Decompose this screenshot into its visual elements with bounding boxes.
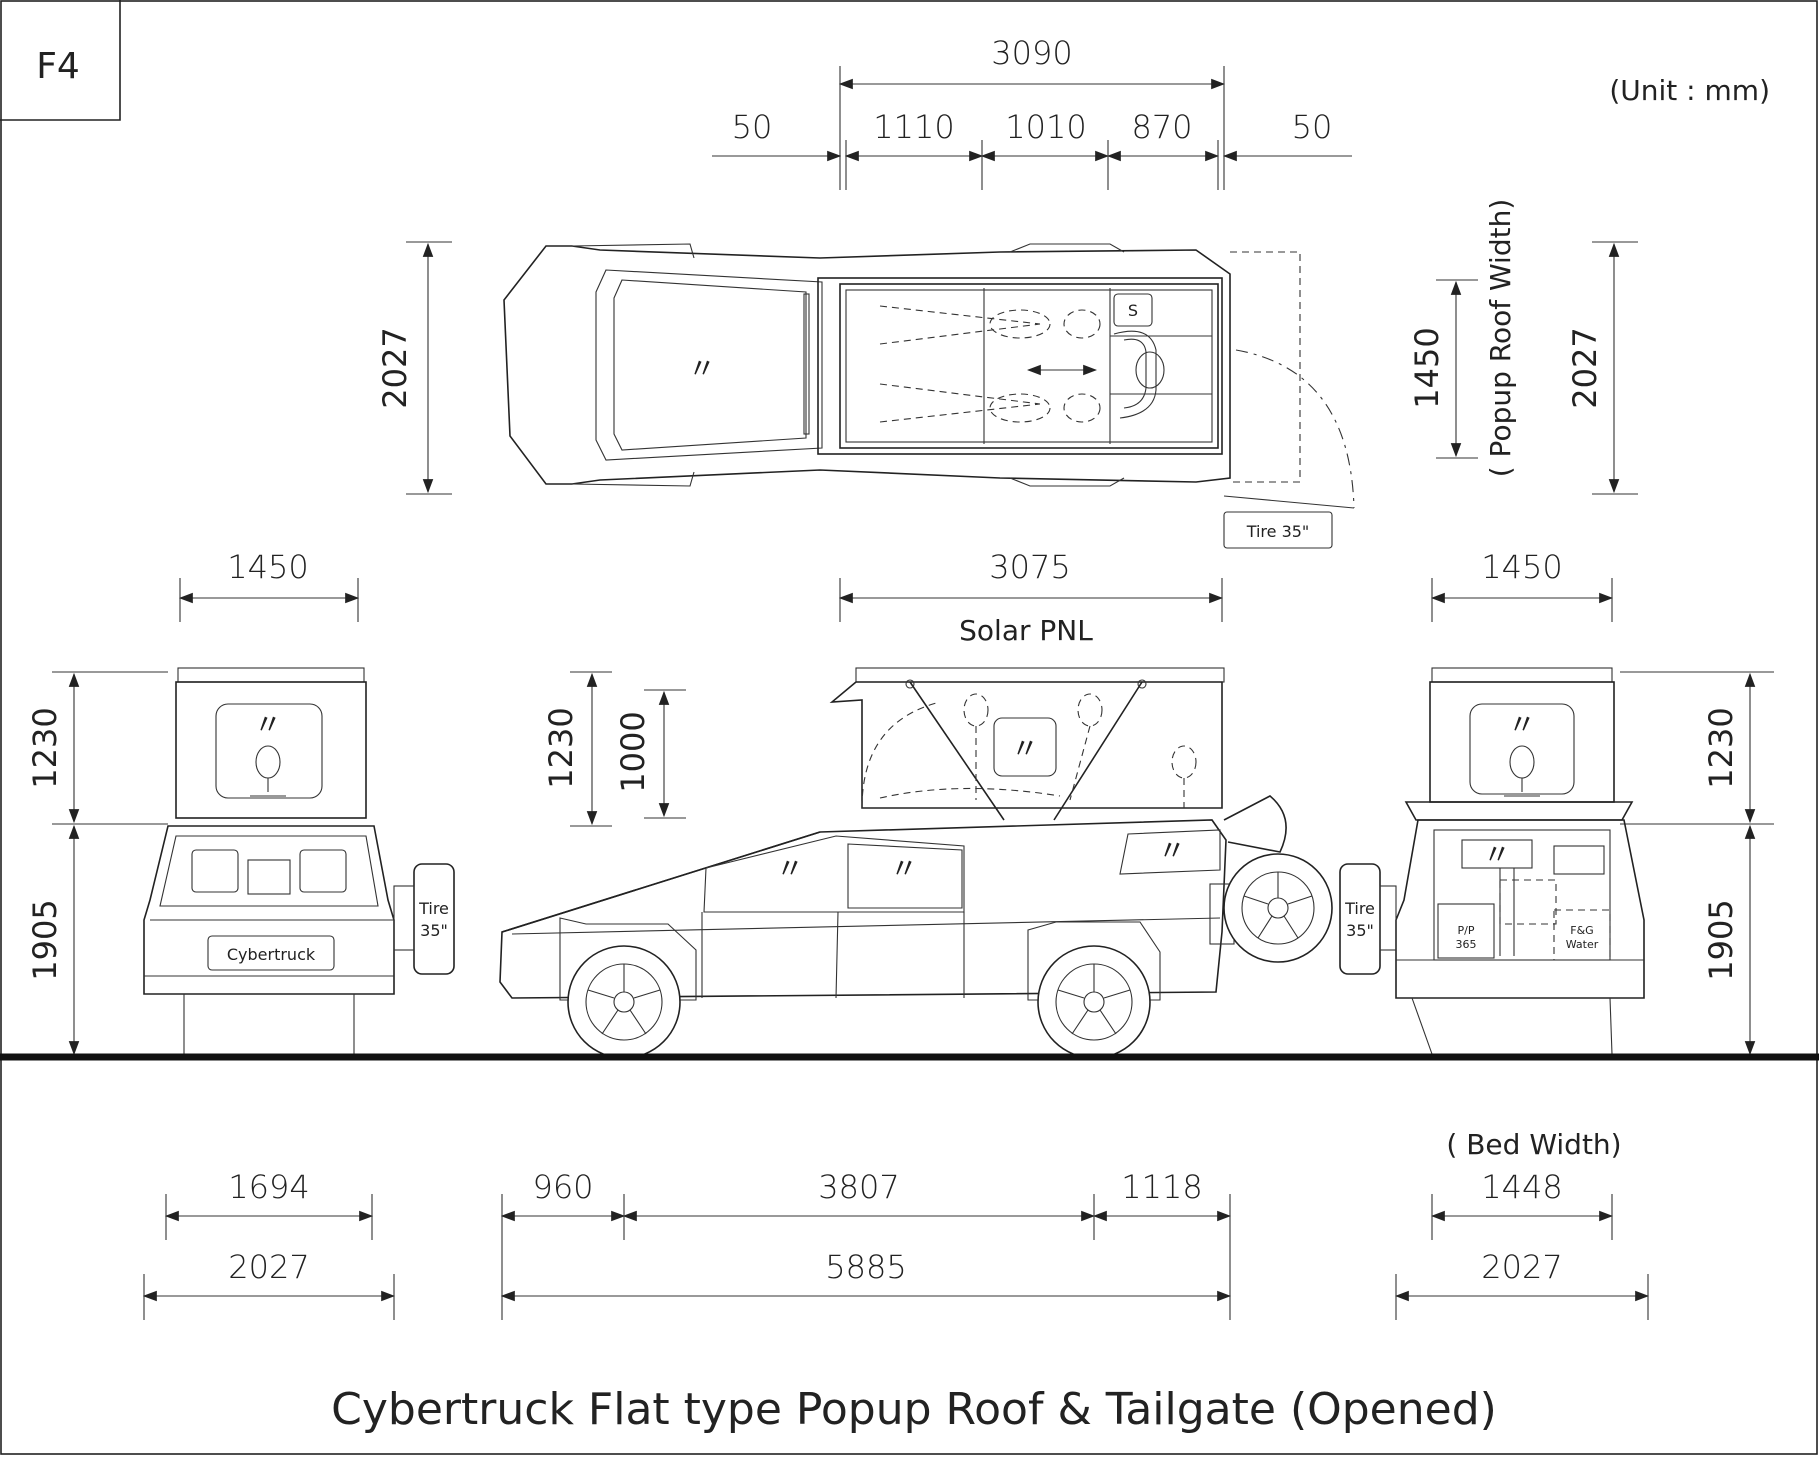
dim-segment-1: 50: [732, 108, 773, 146]
drawing-title: Cybertruck Flat type Popup Roof & Tailga…: [331, 1384, 1497, 1435]
dim-front-overhang: 960: [532, 1168, 593, 1206]
rear-bed-glass-mark: 〃: [1483, 838, 1511, 871]
front-tire-label: Tire: [418, 899, 449, 918]
side-dim-interior-height: 1000: [614, 711, 652, 792]
side-front-wheel: [559, 917, 697, 1059]
top-tire-label: Tire 35": [1246, 522, 1310, 541]
dim-bed-width: 1448: [1481, 1168, 1562, 1206]
top-view: 3090 50 1110 1010 870 50 2027 〃: [376, 34, 1638, 549]
side-dim-roof-height: 1230: [542, 707, 580, 788]
front-tire-size: 35": [420, 921, 448, 940]
dim-top-vehicle-width-right: 2027: [1566, 327, 1604, 408]
sink-label: S: [1128, 301, 1138, 320]
solar-panel-label: Solar PNL: [959, 614, 1093, 647]
dim-front-width: 2027: [228, 1248, 309, 1286]
dim-segment-5: 50: [1292, 108, 1333, 146]
front-view: 1450 1230 1905 〃 Cybertruck Tire 35": [26, 548, 455, 1056]
side-spare-wheel: [1209, 853, 1333, 963]
side-view: 3075 Solar PNL 1230 1000 〃 〃 〃 〃: [499, 548, 1333, 1059]
side-roof-glass-mark: 〃: [1011, 732, 1039, 765]
front-dim-roof-height: 1230: [26, 707, 64, 788]
front-dim-body-height: 1905: [26, 899, 64, 980]
dim-overall-length: 5885: [825, 1248, 906, 1286]
front-glass-mark: 〃: [254, 708, 282, 741]
dim-popup-roof-width: 1450: [1408, 327, 1446, 408]
dim-wheelbase: 3807: [818, 1168, 899, 1206]
bed-width-label: ( Bed Width): [1446, 1128, 1621, 1161]
side-window-glass-mark-1: 〃: [776, 852, 804, 885]
dim-top-vehicle-width: 2027: [376, 327, 414, 408]
bottom-dimensions: 1694 2027 960 3807 1118 5885 ( Bed Width…: [142, 1128, 1650, 1320]
rear-glass-mark: 〃: [1508, 708, 1536, 741]
rear-dim-body-height: 1905: [1702, 899, 1740, 980]
rear-tire-label: Tire: [1344, 899, 1375, 918]
side-bed-glass-mark: 〃: [1158, 834, 1186, 867]
rear-water-label-1: F&G: [1570, 924, 1593, 937]
side-rear-wheel: [1027, 921, 1161, 1059]
top-glass-mark: 〃: [688, 352, 716, 385]
side-window-glass-mark-2: 〃: [890, 852, 918, 885]
rear-pp-label-2: 365: [1456, 938, 1477, 951]
rear-tire-size: 35": [1346, 921, 1374, 940]
dim-segment-2: 1110: [873, 108, 954, 146]
dim-segment-3: 1010: [1005, 108, 1086, 146]
unit-label: (Unit : mm): [1609, 74, 1770, 107]
front-badge: Cybertruck: [227, 945, 316, 964]
rear-dim-roof-width: 1450: [1481, 548, 1562, 586]
sheet-id-box: F4: [0, 0, 121, 121]
rear-dim-roof-height: 1230: [1702, 707, 1740, 788]
dim-overall-width: 3090: [991, 34, 1072, 72]
popup-roof-width-label: ( Popup Roof Width): [1484, 199, 1517, 478]
front-dim-roof-width: 1450: [227, 548, 308, 586]
rear-pp-label-1: P/P: [1458, 924, 1475, 937]
dim-segment-4: 870: [1131, 108, 1192, 146]
sheet-id: F4: [36, 46, 80, 87]
rear-water-label-2: Water: [1566, 938, 1599, 951]
dim-front-track: 1694: [228, 1168, 309, 1206]
dim-rear-overhang: 1118: [1121, 1168, 1202, 1206]
side-dim-roof-length: 3075: [989, 548, 1070, 586]
rear-view: 1450 1230 1905 〃 〃 P/P 365 F&G Water: [1339, 548, 1774, 1056]
dim-rear-width: 2027: [1481, 1248, 1562, 1286]
